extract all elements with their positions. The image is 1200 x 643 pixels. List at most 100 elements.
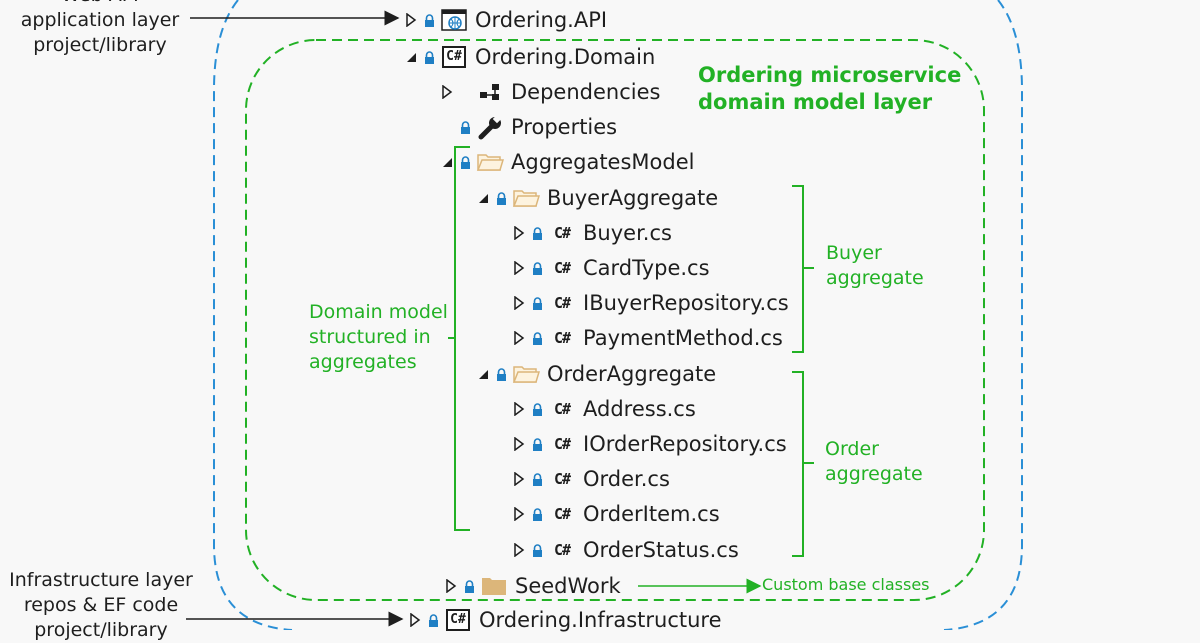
lock-icon (530, 261, 544, 275)
csharp-file-icon: C# (553, 505, 571, 523)
tree-label: Ordering.Domain (475, 45, 656, 69)
tree-label: AggregatesModel (511, 150, 695, 174)
csharp-file-icon: C# (553, 224, 571, 242)
csharp-project-icon: C# (439, 46, 469, 68)
collapse-arrow-icon[interactable] (436, 156, 458, 168)
csharp-project-icon: C# (443, 609, 473, 631)
tree-node-aggregates-model[interactable]: AggregatesModel (436, 147, 694, 177)
csharp-file-icon: C# (553, 435, 571, 453)
lock-icon (494, 367, 508, 381)
tree-label: BuyerAggregate (547, 186, 719, 210)
expand-arrow-icon[interactable] (508, 543, 530, 557)
tree-label: Dependencies (511, 80, 661, 104)
tree-label: Properties (511, 115, 618, 139)
microservice-boundary (213, 0, 1023, 630)
tree-label: Buyer.cs (583, 221, 672, 245)
tree-node-ordering-domain[interactable]: C# Ordering.Domain (400, 42, 655, 72)
tree-label: PaymentMethod.cs (583, 326, 783, 350)
folder-icon (479, 575, 509, 597)
tree-node-properties[interactable]: Properties (436, 112, 617, 142)
tree-node-ibuyerrepository-cs[interactable]: C# IBuyerRepository.cs (508, 288, 789, 318)
tree-label: IOrderRepository.cs (583, 432, 787, 456)
web-project-icon (439, 8, 469, 32)
tree-label: OrderStatus.cs (583, 538, 739, 562)
tree-node-ordering-api[interactable]: Ordering.API (400, 5, 607, 35)
tree-label: OrderItem.cs (583, 502, 720, 526)
expand-arrow-icon[interactable] (508, 402, 530, 416)
buyer-aggregate-note: Buyer aggregate (826, 242, 924, 289)
expand-arrow-icon[interactable] (404, 613, 426, 627)
infrastructure-note: Infrastructure layer repos & EF code pro… (9, 569, 193, 641)
expand-arrow-icon[interactable] (508, 261, 530, 275)
domain-layer-boundary (245, 39, 985, 601)
lock-icon (458, 120, 472, 134)
tree-node-iorderrepository-cs[interactable]: C# IOrderRepository.cs (508, 429, 787, 459)
lock-icon (422, 13, 436, 27)
csharp-file-icon: C# (553, 329, 571, 347)
tree-label: Order.cs (583, 467, 670, 491)
csharp-file-icon: C# (553, 400, 571, 418)
tree-node-order-cs[interactable]: C# Order.cs (508, 464, 670, 494)
collapse-arrow-icon[interactable] (472, 192, 494, 204)
tree-node-ordering-infrastructure[interactable]: C# Ordering.Infrastructure (404, 605, 722, 635)
lock-icon (530, 437, 544, 451)
folder-open-icon (511, 187, 541, 209)
lock-icon (530, 226, 544, 240)
collapse-arrow-icon[interactable] (472, 368, 494, 380)
tree-node-order-aggregate[interactable]: OrderAggregate (472, 359, 716, 389)
lock-icon (530, 507, 544, 521)
lock-icon (462, 579, 476, 593)
expand-arrow-icon[interactable] (440, 579, 462, 593)
tree-node-buyer-aggregate[interactable]: BuyerAggregate (472, 183, 718, 213)
folder-open-icon (475, 151, 505, 173)
tree-node-cardtype-cs[interactable]: C# CardType.cs (508, 253, 710, 283)
tree-node-seedwork[interactable]: SeedWork (440, 571, 621, 601)
tree-label: Address.cs (583, 397, 696, 421)
diagram-overlay (186, 0, 1023, 630)
tree-label: OrderAggregate (547, 362, 717, 386)
tree-node-orderstatus-cs[interactable]: C# OrderStatus.cs (508, 535, 739, 565)
lock-icon (530, 543, 544, 557)
tree-node-orderitem-cs[interactable]: C# OrderItem.cs (508, 499, 720, 529)
lock-icon (494, 191, 508, 205)
lock-icon (426, 613, 440, 627)
aggregates-bracket (448, 146, 470, 531)
expand-arrow-icon[interactable] (508, 507, 530, 521)
expand-arrow-icon[interactable] (400, 13, 422, 27)
tree-label: IBuyerRepository.cs (583, 291, 789, 315)
lock-icon (530, 472, 544, 486)
domain-layer-title: Ordering microservice domain model layer (698, 63, 962, 114)
tree-label: CardType.cs (583, 256, 710, 280)
csharp-file-icon: C# (553, 470, 571, 488)
order-aggregate-note: Order aggregate (825, 438, 923, 485)
lock-icon (530, 331, 544, 345)
order-bracket (792, 371, 814, 557)
wrench-icon (475, 114, 505, 140)
csharp-file-icon: C# (553, 541, 571, 559)
tree-label: Ordering.Infrastructure (479, 608, 722, 632)
expand-arrow-icon[interactable] (436, 85, 458, 99)
buyer-bracket (792, 185, 814, 353)
tree-node-buyer-cs[interactable]: C# Buyer.cs (508, 218, 672, 248)
lock-icon (458, 155, 472, 169)
csharp-file-icon: C# (553, 259, 571, 277)
tree-label: SeedWork (515, 574, 621, 598)
tree-node-dependencies[interactable]: Dependencies (436, 77, 660, 107)
folder-open-icon (511, 363, 541, 385)
seedwork-note: Custom base classes (762, 575, 930, 594)
webapi-note: Web API application layer project/librar… (20, 0, 180, 56)
tree-label: Ordering.API (475, 8, 608, 32)
collapse-arrow-icon[interactable] (400, 51, 422, 63)
dependencies-icon (475, 82, 505, 102)
lock-icon (530, 296, 544, 310)
lock-icon (422, 50, 436, 64)
expand-arrow-icon[interactable] (508, 472, 530, 486)
tree-node-paymentmethod-cs[interactable]: C# PaymentMethod.cs (508, 323, 783, 353)
tree-node-address-cs[interactable]: C# Address.cs (508, 394, 696, 424)
csharp-file-icon: C# (553, 294, 571, 312)
expand-arrow-icon[interactable] (508, 437, 530, 451)
expand-arrow-icon[interactable] (508, 226, 530, 240)
aggregates-note: Domain model structured in aggregates (309, 301, 448, 373)
expand-arrow-icon[interactable] (508, 331, 530, 345)
expand-arrow-icon[interactable] (508, 296, 530, 310)
